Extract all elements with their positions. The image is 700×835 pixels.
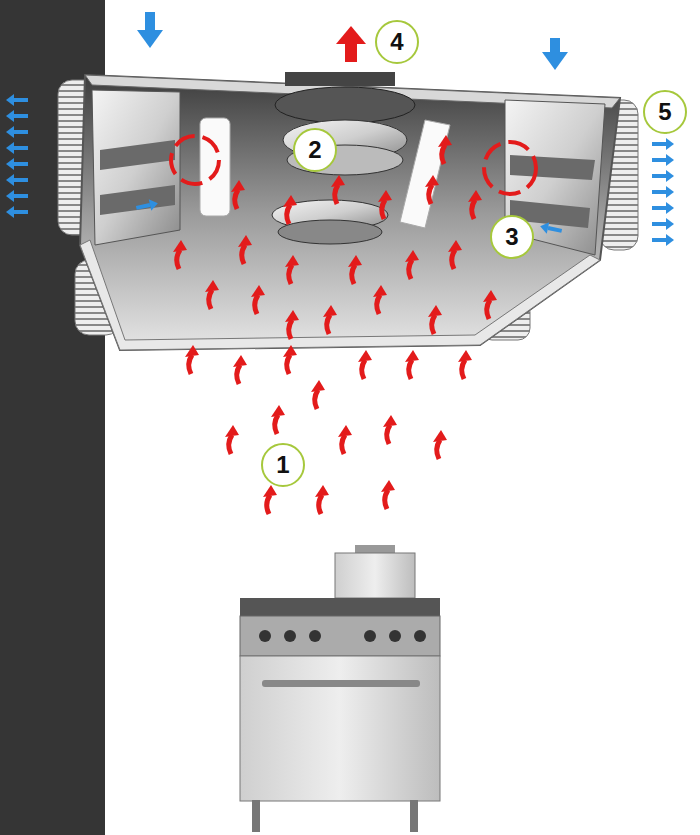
pot bbox=[335, 553, 415, 598]
swirl-arrow bbox=[171, 136, 219, 184]
light-tube bbox=[400, 120, 450, 228]
exhaust-collar bbox=[285, 72, 395, 86]
light-tube bbox=[200, 118, 230, 216]
swirl-arrow bbox=[484, 142, 536, 194]
exhaust-arrow bbox=[336, 26, 366, 44]
filter-slot bbox=[510, 155, 595, 180]
callout-number: 4 bbox=[375, 20, 419, 64]
oven-body bbox=[240, 656, 440, 801]
fan-housing bbox=[275, 87, 415, 123]
filter-slot bbox=[100, 185, 175, 215]
stove-top bbox=[240, 598, 440, 616]
callout-number: 5 bbox=[643, 90, 687, 134]
hood-body bbox=[80, 75, 620, 350]
air-in-arrow bbox=[135, 12, 568, 237]
heat-arrow bbox=[173, 135, 497, 514]
filter-slot bbox=[100, 140, 175, 170]
exhaust-arrow bbox=[345, 42, 357, 62]
pot-lid bbox=[355, 545, 395, 553]
oven-handle bbox=[262, 680, 420, 687]
filter-panel bbox=[92, 90, 180, 245]
callout-number: 3 bbox=[490, 215, 534, 259]
callout-number: 1 bbox=[261, 443, 305, 487]
control-panel bbox=[240, 616, 440, 656]
fan-rotor bbox=[278, 220, 382, 244]
air-out-arrow bbox=[6, 94, 674, 246]
callout-number: 2 bbox=[293, 128, 337, 172]
